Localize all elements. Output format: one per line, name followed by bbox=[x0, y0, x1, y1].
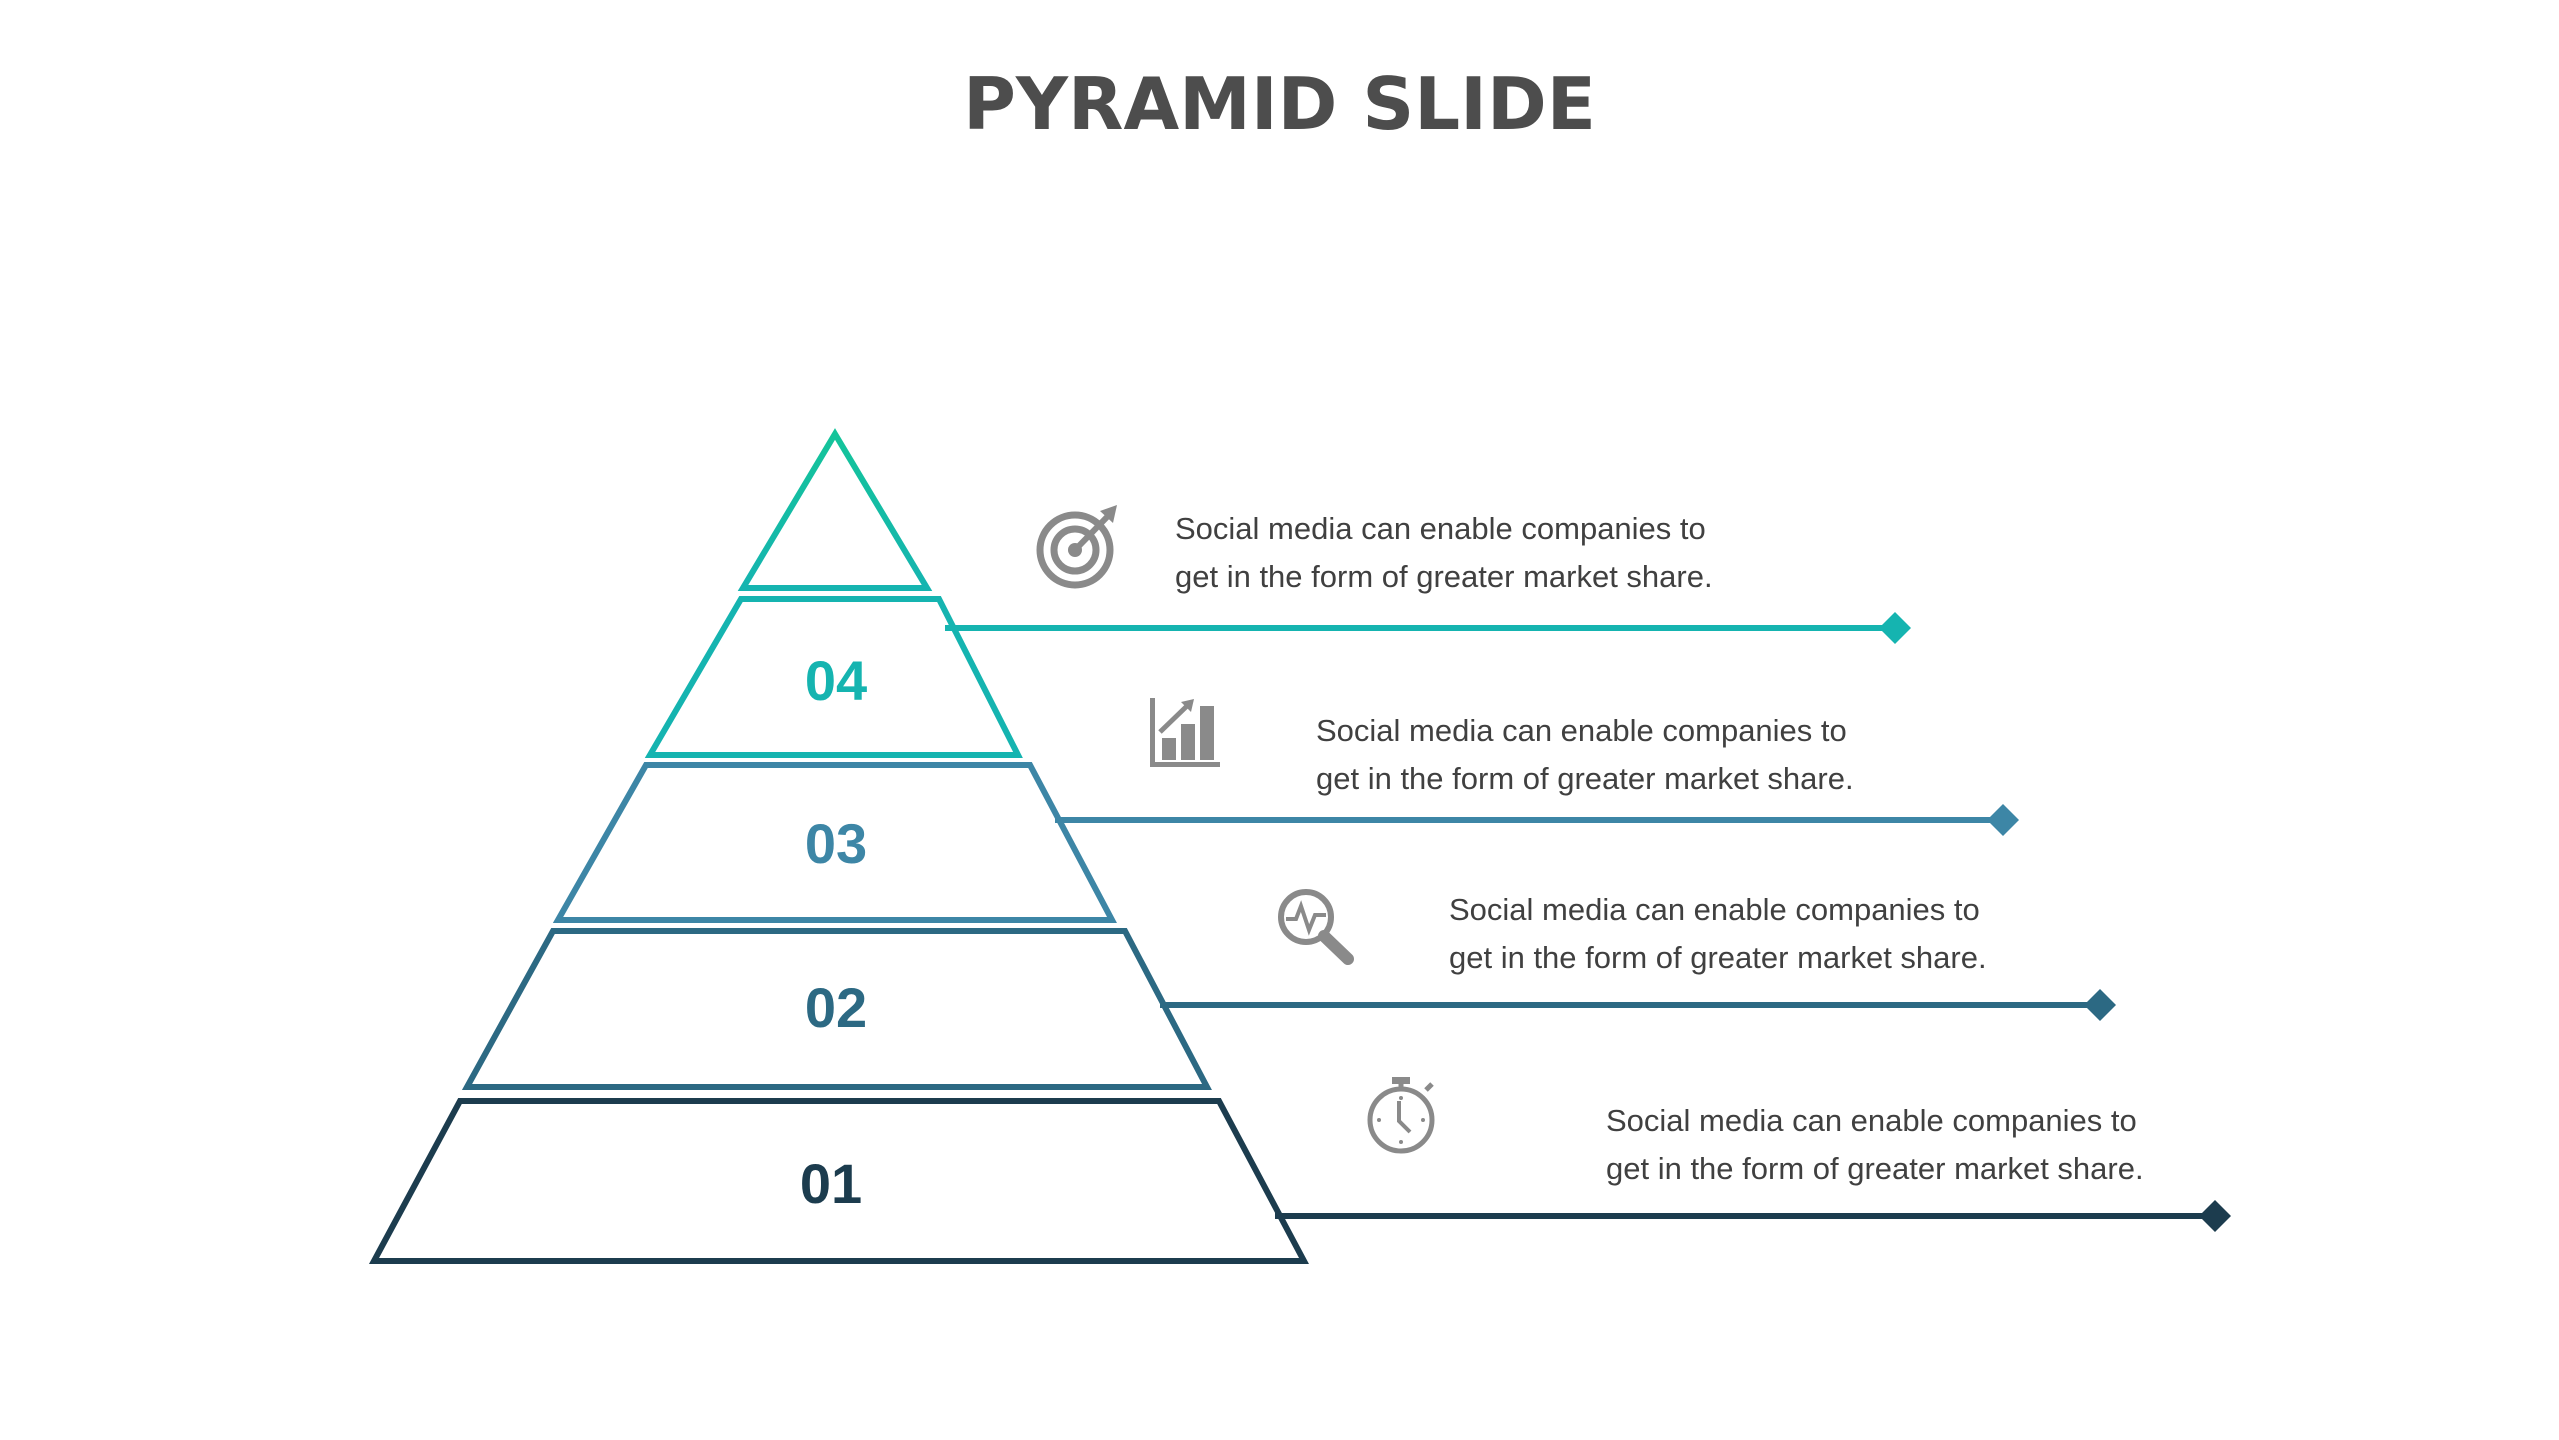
tier-number-01: 01 bbox=[800, 1152, 862, 1215]
tier-number-02: 02 bbox=[805, 976, 867, 1039]
diamond-marker bbox=[2084, 989, 2116, 1021]
search-pulse-icon bbox=[1278, 889, 1354, 965]
pyramid-apex bbox=[737, 428, 933, 591]
pyramid-tier-01 bbox=[368, 1098, 1309, 1264]
connector-03 bbox=[1055, 804, 2019, 836]
bar-chart-icon bbox=[1150, 698, 1220, 767]
pyramid-tier-02 bbox=[461, 928, 1212, 1090]
tier-01-line-2: get in the form of greater market share. bbox=[1606, 1151, 2144, 1186]
tier-03-description: Social media can enable companies to get… bbox=[1316, 707, 1854, 803]
diamond-marker bbox=[1879, 612, 1911, 644]
pyramid-tier-03 bbox=[552, 762, 1117, 923]
diamond-marker bbox=[2199, 1200, 2231, 1232]
tier-03-line-2: get in the form of greater market share. bbox=[1316, 761, 1854, 796]
diamond-marker bbox=[1987, 804, 2019, 836]
tier-number-03: 03 bbox=[805, 812, 867, 875]
stopwatch-icon bbox=[1367, 1077, 1435, 1154]
tier-02-description: Social media can enable companies to get… bbox=[1449, 886, 1987, 982]
tier-03-line-1: Social media can enable companies to bbox=[1316, 713, 1847, 748]
tier-04-description: Social media can enable companies to get… bbox=[1175, 505, 1713, 601]
connector-04 bbox=[945, 612, 1911, 644]
tier-02-line-1: Social media can enable companies to bbox=[1449, 892, 1980, 927]
tier-04-line-1: Social media can enable companies to bbox=[1175, 511, 1706, 546]
pyramid-tier-04 bbox=[644, 596, 1023, 758]
tier-02-line-2: get in the form of greater market share. bbox=[1449, 940, 1987, 975]
target-icon bbox=[1036, 505, 1117, 589]
connector-02 bbox=[1160, 989, 2116, 1021]
tier-01-description: Social media can enable companies to get… bbox=[1606, 1097, 2144, 1193]
tier-01-line-1: Social media can enable companies to bbox=[1606, 1103, 2137, 1138]
slide-title: PYRAMID SLIDE bbox=[963, 62, 1596, 146]
tier-04-line-2: get in the form of greater market share. bbox=[1175, 559, 1713, 594]
tier-number-04: 04 bbox=[805, 649, 867, 712]
connector-01 bbox=[1275, 1200, 2231, 1232]
